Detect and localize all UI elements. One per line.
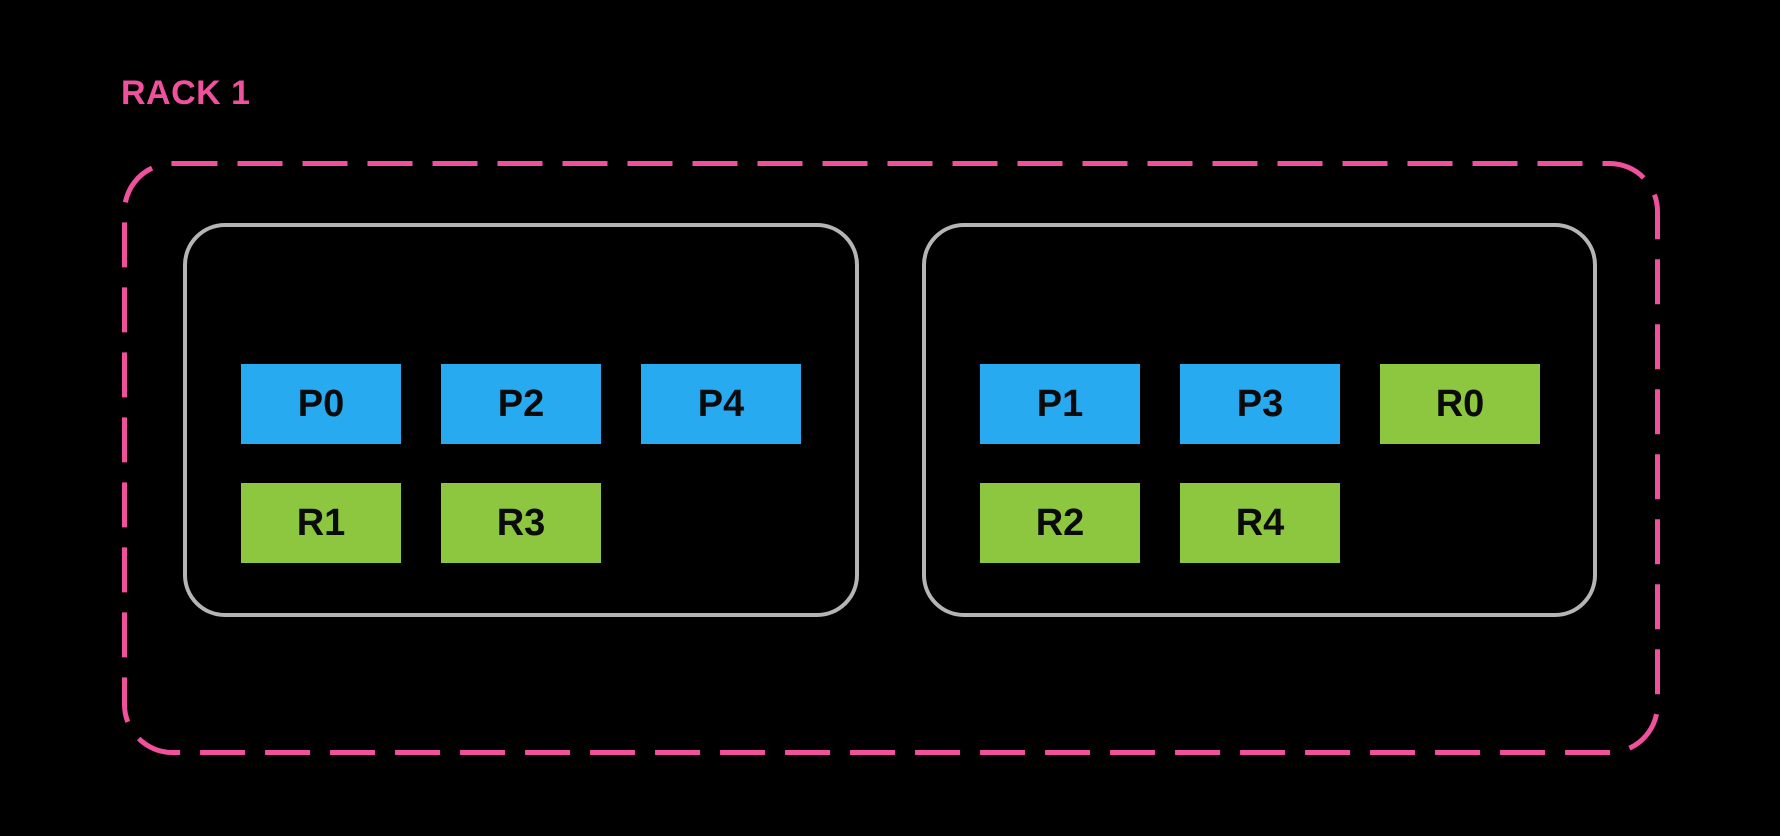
block-r2: R2 xyxy=(980,483,1140,563)
rack-dashed-border xyxy=(122,161,1660,755)
rack-title: RACK 1 xyxy=(121,74,251,112)
host-box-1: P0 P2 P4 R1 R3 xyxy=(183,223,859,617)
block-r0: R0 xyxy=(1380,364,1540,444)
host-box-2: P1 P3 R0 R2 R4 xyxy=(922,223,1597,617)
block-p2: P2 xyxy=(441,364,601,444)
block-r3: R3 xyxy=(441,483,601,563)
block-p3: P3 xyxy=(1180,364,1340,444)
block-r1: R1 xyxy=(241,483,401,563)
block-p4: P4 xyxy=(641,364,801,444)
block-p1: P1 xyxy=(980,364,1140,444)
block-r4: R4 xyxy=(1180,483,1340,563)
block-p0: P0 xyxy=(241,364,401,444)
